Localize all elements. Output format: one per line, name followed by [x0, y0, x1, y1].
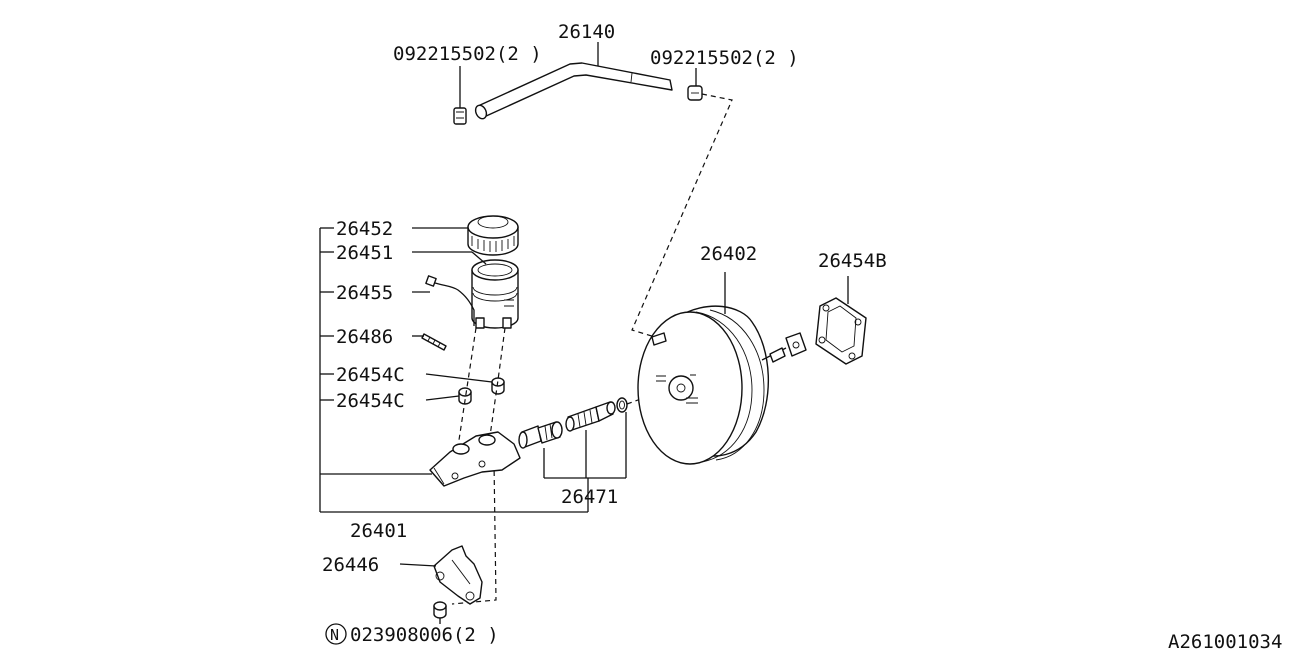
assembly-dash-right: [489, 327, 506, 437]
label-26451: 26451: [336, 242, 393, 264]
n-symbol-circle: [325, 623, 347, 645]
hose-routing-dash: [631, 93, 733, 338]
label-26402: 26402: [700, 243, 757, 265]
label-clip-left: 092215502(2 ): [393, 43, 542, 65]
label-26454C-lower: 26454C: [336, 390, 405, 412]
primary-piston[interactable]: [537, 421, 563, 444]
assembly-dash-bracket: [451, 461, 497, 605]
assembly-dash-left: [458, 327, 477, 441]
pushrod-clevis[interactable]: [761, 332, 807, 363]
grommet-upper[interactable]: [491, 377, 505, 395]
hose-clip-left[interactable]: [453, 107, 467, 125]
label-n-symbol: N: [330, 626, 339, 644]
group-bracket-26401: [319, 227, 588, 513]
label-26471: 26471: [561, 486, 618, 508]
vacuum-hose[interactable]: [474, 62, 673, 120]
label-26401: 26401: [350, 520, 407, 542]
group-bracket-26471: [543, 412, 627, 512]
mounting-bracket[interactable]: [433, 545, 483, 605]
label-26454C-upper: 26454C: [336, 364, 405, 386]
level-sensor[interactable]: [425, 275, 475, 326]
snap-ring[interactable]: [616, 397, 628, 413]
label-26446: 26446: [322, 554, 379, 576]
hose-clip-right[interactable]: [687, 85, 703, 101]
label-26140: 26140: [558, 21, 615, 43]
diagram-code: A261001034: [1168, 631, 1282, 653]
label-26455: 26455: [336, 282, 393, 304]
brake-booster[interactable]: [637, 305, 769, 465]
label-clip-right: 092215502(2 ): [650, 47, 799, 69]
piston-cup[interactable]: [518, 425, 542, 449]
secondary-piston[interactable]: [565, 401, 616, 432]
leader-bracket: [399, 563, 437, 567]
reservoir-cap[interactable]: [467, 215, 519, 256]
master-cylinder-body[interactable]: [429, 431, 521, 487]
label-26452: 26452: [336, 218, 393, 240]
label-26486: 26486: [336, 326, 393, 348]
label-023908006: 023908006(2 ): [350, 624, 499, 646]
label-26454B: 26454B: [818, 250, 887, 272]
grommet-lower[interactable]: [458, 387, 472, 405]
booster-gasket[interactable]: [815, 297, 867, 365]
flange-nut[interactable]: [433, 601, 447, 619]
retaining-pin[interactable]: [421, 333, 447, 351]
reservoir-tank[interactable]: [471, 259, 519, 329]
